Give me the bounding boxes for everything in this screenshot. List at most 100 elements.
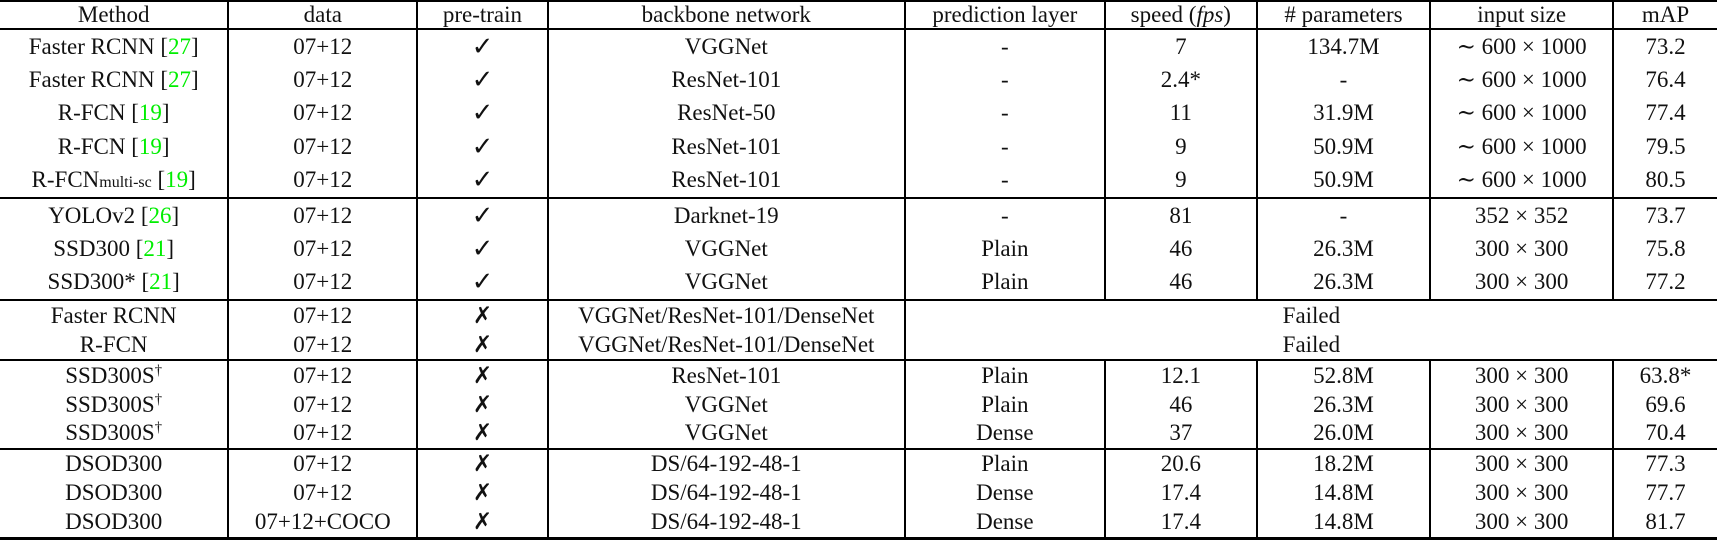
- cell-backbone: VGGNet/ResNet-101/DenseNet: [547, 330, 906, 361]
- cell-input: 352 × 352: [1430, 196, 1615, 233]
- cell-map: 77.3: [1613, 447, 1717, 479]
- cell-backbone: ResNet-101: [547, 163, 906, 198]
- text-part: ]: [190, 33, 199, 59]
- cell-data: 07+12: [228, 96, 419, 131]
- cell-speed: 46: [1104, 390, 1258, 419]
- citation-number: 21: [149, 269, 173, 295]
- cell-speed: 46: [1104, 232, 1258, 266]
- cell-method: DSOD300: [0, 447, 230, 479]
- cell-pred: -: [904, 163, 1106, 198]
- cell-pred: -: [904, 130, 1106, 164]
- cell-speed: 12.1: [1104, 359, 1258, 391]
- cell-speed: 11: [1104, 96, 1258, 131]
- cell-method: R-FCNmulti-sc [19]: [0, 163, 230, 198]
- cell-params: 52.8M: [1256, 359, 1432, 391]
- cell-params: 26.3M: [1256, 390, 1432, 419]
- check-icon: ✓: [471, 165, 494, 196]
- check-icon: ✓: [471, 98, 494, 129]
- cell-pretrain: ✓: [417, 130, 549, 164]
- cell-pretrain: ✗: [417, 359, 549, 391]
- cell-speed: 9: [1104, 163, 1258, 198]
- cell-params: -: [1256, 196, 1432, 233]
- cell-data: 07+12: [228, 163, 419, 198]
- cell-map: 77.2: [1645, 269, 1686, 295]
- cell-pred: Plain: [904, 265, 1106, 301]
- text-part: speed (: [1130, 2, 1197, 27]
- cell-map: 69.6: [1645, 391, 1686, 417]
- check-icon: ✓: [471, 65, 494, 96]
- text-part: ]: [171, 202, 180, 228]
- cell-params: 26.3M: [1256, 232, 1432, 266]
- cell-input: ∼ 600 × 1000: [1430, 130, 1615, 164]
- method-subscript: multi-sc: [99, 174, 152, 192]
- text-part: [: [151, 167, 166, 193]
- text-part: SSD300S: [65, 420, 155, 446]
- cell-data: 07+12: [228, 359, 419, 391]
- cell-method: YOLOv2 [26]: [0, 196, 230, 233]
- text-part: R-FCN [: [57, 133, 139, 159]
- cell-pretrain: ✗: [417, 507, 549, 539]
- cell-pred: -: [904, 96, 1106, 131]
- cell-params: 50.9M: [1256, 130, 1432, 164]
- cell-map: 79.5: [1645, 133, 1686, 159]
- column-header-data: data: [228, 1, 419, 30]
- cell-params: -: [1256, 63, 1432, 97]
- text-part: SSD300* [: [47, 269, 150, 295]
- cell-backbone: VGGNet: [547, 390, 906, 419]
- cell-params: 31.9M: [1256, 96, 1432, 131]
- column-header-method: Method: [0, 1, 230, 30]
- cell-input: 300 × 300: [1430, 447, 1615, 479]
- cell-data: 07+12: [228, 299, 419, 331]
- cell-merged-failed: Failed: [904, 299, 1717, 331]
- cell-backbone: VGGNet: [547, 29, 906, 64]
- text-part: ]: [161, 133, 170, 159]
- cell-backbone: VGGNet: [547, 232, 906, 266]
- cross-icon: ✗: [472, 302, 493, 329]
- cell-backbone: ResNet-101: [547, 130, 906, 164]
- cell-input: 300 × 300: [1430, 390, 1615, 419]
- check-icon: ✓: [471, 200, 494, 231]
- citation-number: 19: [138, 133, 162, 159]
- cell-input: 300 × 300: [1430, 359, 1615, 391]
- citation-number: 26: [148, 202, 172, 228]
- cell-data: 07+12: [228, 390, 419, 419]
- cell-backbone: VGGNet: [547, 418, 906, 449]
- cell-params: 26.0M: [1256, 418, 1432, 449]
- cross-icon: ✗: [472, 391, 493, 418]
- cell-pred: Dense: [904, 418, 1106, 449]
- cell-method: Faster RCNN [27]: [0, 63, 230, 97]
- cell-speed: 9: [1104, 130, 1258, 164]
- cell-input: ∼ 600 × 1000: [1430, 163, 1615, 198]
- cell-backbone: DS/64-192-48-1: [547, 507, 906, 539]
- cell-method: SSD300 [21]: [0, 232, 230, 266]
- dagger-superscript: †: [154, 390, 163, 407]
- cell-speed: 20.6: [1104, 447, 1258, 479]
- cell-method: DSOD300: [0, 478, 230, 508]
- cell-method: SSD300S†: [0, 418, 230, 449]
- cell-map: 80.5: [1645, 167, 1686, 193]
- citation-number: 19: [165, 167, 189, 193]
- cell-method: R-FCN [19]: [0, 130, 230, 164]
- cell-backbone: ResNet-50: [547, 96, 906, 131]
- text-part: SSD300S: [65, 391, 155, 417]
- cell-params: 14.8M: [1256, 478, 1432, 508]
- cell-pretrain: ✓: [417, 163, 549, 198]
- cell-pretrain: ✗: [417, 447, 549, 479]
- cell-data: 07+12: [228, 418, 419, 449]
- text-part: ]: [190, 67, 199, 93]
- cell-data: 07+12: [228, 63, 419, 97]
- cell-map: 81.7: [1645, 509, 1686, 535]
- cell-pred: -: [904, 196, 1106, 233]
- cell-input: 300 × 300: [1430, 232, 1615, 266]
- cell-pretrain: ✓: [417, 63, 549, 97]
- text-part: ]: [188, 167, 196, 193]
- cell-map: 77.4: [1645, 100, 1686, 126]
- cell-input: 300 × 300: [1430, 478, 1615, 508]
- cell-data: 07+12: [228, 478, 419, 508]
- cross-icon: ✗: [472, 509, 493, 536]
